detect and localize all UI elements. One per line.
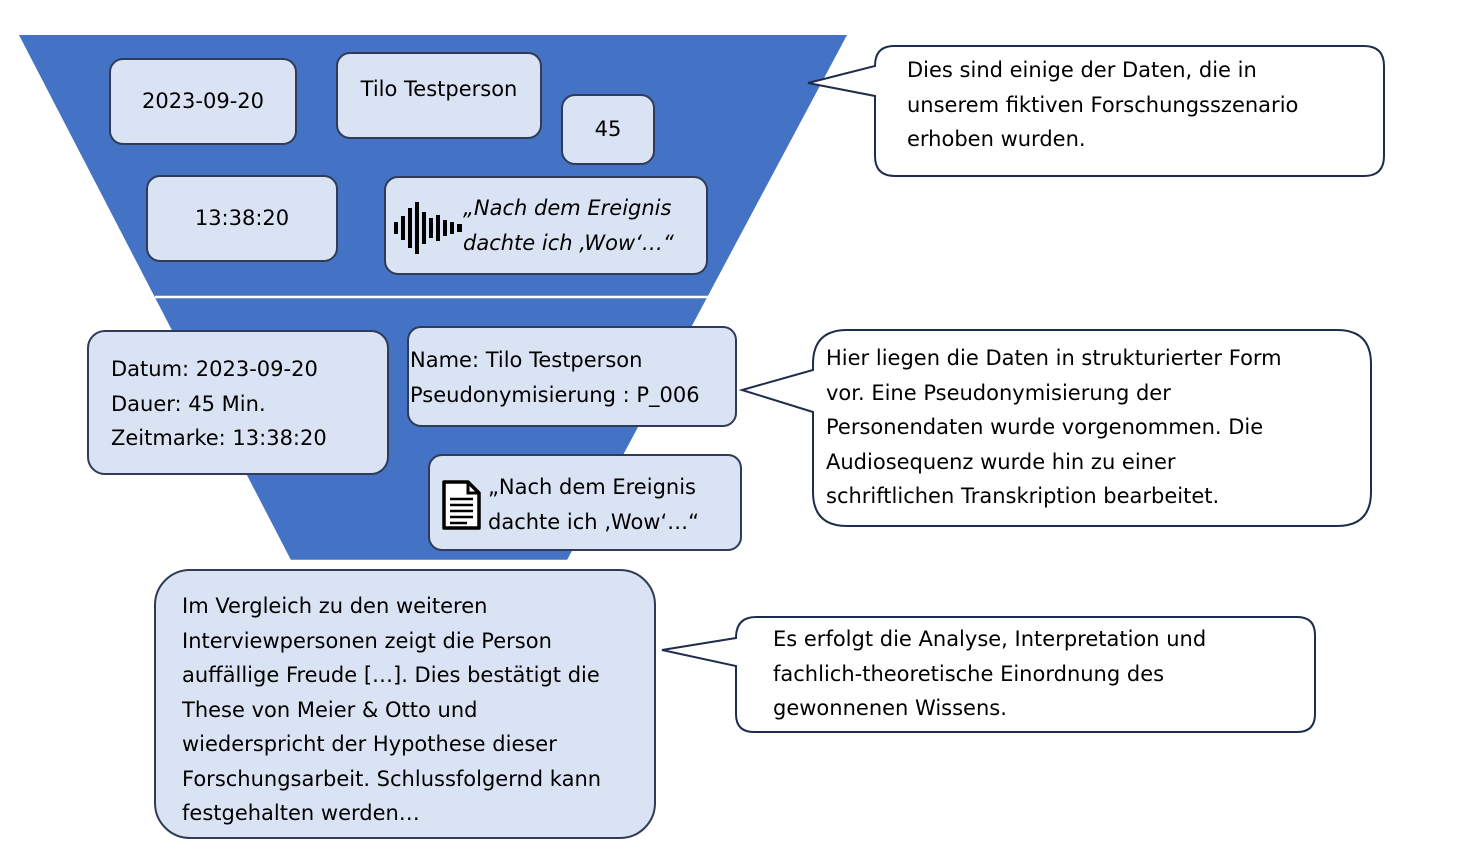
person-name: Name: Tilo Testperson bbox=[410, 348, 643, 372]
structured-transcript-box: „Nach dem Ereignis dachte ich ‚Wow‘…“ bbox=[428, 454, 742, 551]
meta-date: Datum: 2023-09-20 bbox=[111, 357, 318, 381]
callout-line: schriftlichen Transkription bearbeitet. bbox=[826, 484, 1220, 508]
raw-time-box: 13:38:20 bbox=[146, 175, 338, 262]
callout-line: unserem fiktiven Forschungsszenario bbox=[907, 92, 1299, 117]
raw-duration-box: 45 bbox=[561, 94, 655, 165]
transcript-line2: dachte ich ‚Wow‘…“ bbox=[488, 509, 700, 534]
analysis-line: auffällige Freude […]. Dies bestätigt di… bbox=[182, 663, 600, 687]
callout-bubble-3 bbox=[661, 616, 1316, 733]
callout-line: Audiosequenz wurde hin zu einer bbox=[826, 449, 1176, 474]
transcript-line1: „Nach dem Ereignis bbox=[488, 475, 696, 499]
callout-line: Personendaten wurde vorgenommen. Die bbox=[826, 415, 1264, 439]
raw-name-box: Tilo Testperson bbox=[336, 52, 542, 139]
raw-quote-line2: dachte ich ‚Wow‘…“ bbox=[463, 230, 674, 255]
audio-waveform-icon bbox=[394, 202, 462, 254]
meta-timestamp: Zeitmarke: 13:38:20 bbox=[111, 426, 327, 450]
structured-person-box: Name: Tilo Testperson Pseudonymisierung … bbox=[407, 326, 737, 427]
callout-line: vor. Eine Pseudonymisierung der bbox=[826, 380, 1171, 405]
analysis-line: wiederspricht der Hypothese dieser bbox=[182, 732, 557, 756]
raw-audio-box: „Nach dem Ereignis dachte ich ‚Wow‘…“ bbox=[384, 176, 708, 275]
callout-line: Dies sind einige der Daten, die in bbox=[907, 58, 1257, 82]
structured-meta-box: Datum: 2023-09-20 Dauer: 45 Min. Zeitmar… bbox=[87, 330, 389, 475]
raw-name: Tilo Testperson bbox=[360, 77, 518, 101]
callout-bubble-1 bbox=[807, 45, 1385, 177]
analysis-line: Im Vergleich zu den weiteren bbox=[182, 594, 488, 618]
callout-2-text: Hier liegen die Daten in strukturierter … bbox=[826, 341, 1282, 514]
analysis-line: These von Meier & Otto und bbox=[182, 697, 478, 722]
meta-duration: Dauer: 45 Min. bbox=[111, 391, 266, 416]
analysis-line: festgehalten werden… bbox=[182, 801, 420, 825]
callout-line: erhoben wurden. bbox=[907, 127, 1086, 151]
person-pseudonym: Pseudonymisierung : P_006 bbox=[410, 382, 700, 407]
raw-time: 13:38:20 bbox=[194, 206, 290, 231]
analysis-box: Im Vergleich zu den weiteren Interviewpe… bbox=[154, 569, 656, 839]
raw-date: 2023-09-20 bbox=[141, 89, 265, 114]
callout-line: Hier liegen die Daten in strukturierter … bbox=[826, 346, 1282, 370]
callout-3-text: Es erfolgt die Analyse, Interpretation u… bbox=[773, 622, 1206, 726]
document-icon bbox=[442, 480, 481, 530]
raw-duration: 45 bbox=[594, 117, 622, 142]
callout-1-text: Dies sind einige der Daten, die in unser… bbox=[907, 53, 1298, 157]
analysis-line: Forschungsarbeit. Schlussfolgernd kann bbox=[182, 766, 602, 791]
raw-date-box: 2023-09-20 bbox=[109, 58, 297, 145]
raw-quote-line1: „Nach dem Ereignis bbox=[463, 196, 672, 220]
callout-line: fachlich-theoretische Einordnung des bbox=[773, 661, 1165, 686]
callout-bubble-2 bbox=[738, 329, 1372, 527]
callout-line: gewonnenen Wissens. bbox=[773, 696, 1007, 720]
analysis-line: Interviewpersonen zeigt die Person bbox=[182, 628, 552, 653]
callout-line: Es erfolgt die Analyse, Interpretation u… bbox=[773, 627, 1207, 651]
